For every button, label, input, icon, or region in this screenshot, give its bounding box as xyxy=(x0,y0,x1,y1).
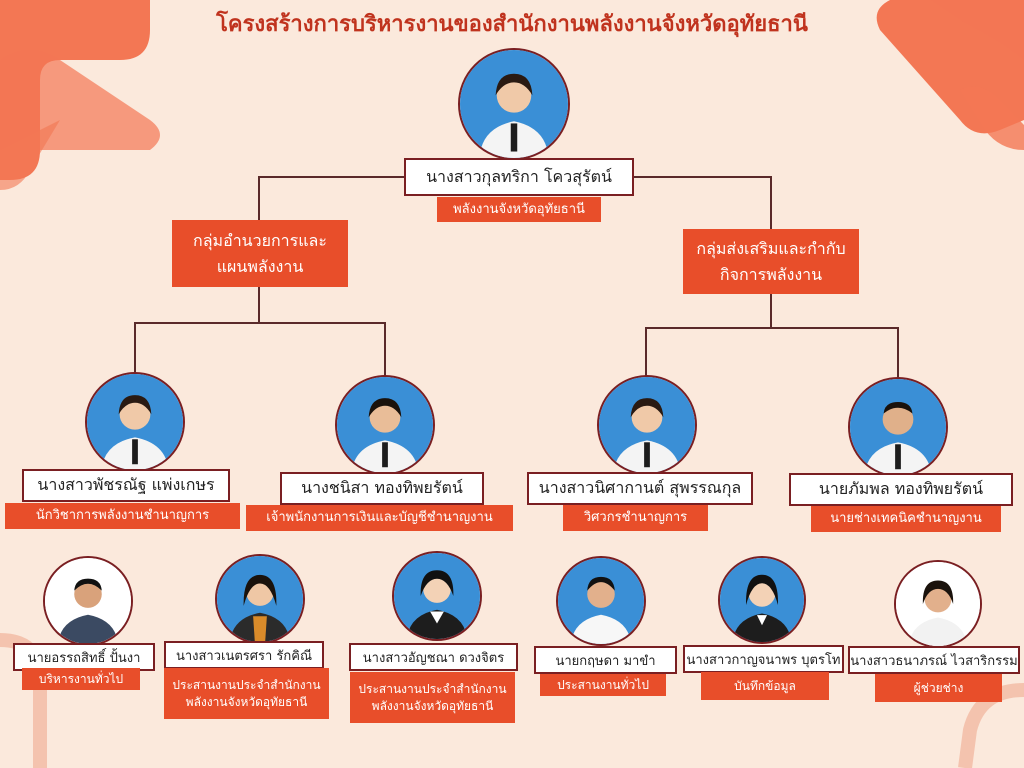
staff-name: นางสาวพัชรณัฐ แพ่งเกษร xyxy=(22,469,230,502)
person-icon xyxy=(217,556,303,642)
person-icon xyxy=(87,374,183,470)
support-role: บริหารงานทั่วไป xyxy=(22,668,140,690)
support-photo xyxy=(894,560,982,648)
support-role-line2: พลังงานจังหวัดอุทัยธานี xyxy=(185,694,308,709)
page-title: โครงสร้างการบริหารงานของสำนักงานพลังงานจ… xyxy=(216,12,808,37)
staff-role: นักวิชาการพลังงานชำนาญการ xyxy=(5,503,240,529)
group-promotion-regulation: กลุ่มส่งเสริมและกำกับ กิจการพลังงาน xyxy=(683,229,859,294)
person-icon xyxy=(720,558,804,642)
staff-photo xyxy=(848,377,948,477)
support-photo xyxy=(392,551,482,641)
staff-photo xyxy=(85,372,185,472)
staff-photo xyxy=(335,375,435,475)
support-role: ผู้ช่วยช่าง xyxy=(875,674,1002,702)
support-role-line1: บริหารงานทั่วไป xyxy=(38,671,124,686)
support-name: นางสาวเนตรศรา รักคิณี xyxy=(164,641,324,669)
support-role-line1: ประสานงานประจำสำนักงาน xyxy=(172,678,321,693)
support-name: นางสาวธนาภรณ์ ไวสาริกรรม xyxy=(848,646,1020,674)
head-photo xyxy=(458,48,570,160)
group-admin-planning: กลุ่มอำนวยการและ แผนพลังงาน xyxy=(172,220,348,287)
support-name: นางสาวอัญชณา ดวงจิตร xyxy=(349,643,518,671)
support-photo xyxy=(215,554,305,644)
person-icon xyxy=(460,50,568,158)
head-role: พลังงานจังหวัดอุทัยธานี xyxy=(437,197,601,222)
support-photo xyxy=(556,556,646,646)
person-icon xyxy=(394,553,480,639)
person-icon xyxy=(896,562,980,646)
staff-photo xyxy=(597,375,697,475)
staff-name: นางสาวนิศากานต์ สุพรรณกุล xyxy=(527,472,753,505)
support-name: นายอรรถสิทธิ์ ปั้นงา xyxy=(13,643,155,671)
person-icon xyxy=(558,558,644,644)
person-icon xyxy=(599,377,695,473)
support-role-line1: บันทึกข้อมูล xyxy=(734,678,796,693)
group-label-line1: กลุ่มส่งเสริมและกำกับ xyxy=(696,238,846,258)
group-label-line2: แผนพลังงาน xyxy=(216,256,304,276)
staff-name: นายภัมพล ทองทิพยรัตน์ xyxy=(789,473,1013,506)
person-icon xyxy=(337,377,433,473)
head-name: นางสาวกุลทริกา โควสุรัตน์ xyxy=(404,158,634,196)
support-photo xyxy=(718,556,806,644)
person-icon xyxy=(45,558,131,644)
staff-role: วิศวกรชำนาญการ xyxy=(563,505,708,531)
support-role: ประสานงานประจำสำนักงาน พลังงานจังหวัดอุท… xyxy=(164,668,329,719)
support-photo xyxy=(43,556,133,646)
support-role-line1: ประสานงานประจำสำนักงาน xyxy=(358,682,507,697)
staff-role: เจ้าพนักงานการเงินและบัญชีชำนาญงาน xyxy=(246,505,513,531)
group-label-line1: กลุ่มอำนวยการและ xyxy=(193,230,327,250)
staff-name: นางชนิสา ทองทิพยรัตน์ xyxy=(280,472,484,505)
support-name: นางสาวกาญจนาพร บุตรโท xyxy=(683,645,844,673)
support-role: ประสานงานประจำสำนักงาน พลังงานจังหวัดอุท… xyxy=(350,672,515,723)
support-role-line1: ประสานงานทั่วไป xyxy=(557,677,649,692)
support-role-line1: ผู้ช่วยช่าง xyxy=(913,680,964,695)
support-role-line2: พลังงานจังหวัดอุทัยธานี xyxy=(371,698,494,713)
support-name: นายกฤษดา มาขำ xyxy=(534,646,677,674)
staff-role: นายช่างเทคนิคชำนาญงาน xyxy=(811,506,1001,532)
group-label-line2: กิจการพลังงาน xyxy=(719,264,823,284)
support-role: ประสานงานทั่วไป xyxy=(540,674,666,696)
support-role: บันทึกข้อมูล xyxy=(701,672,829,700)
person-icon xyxy=(850,379,946,475)
